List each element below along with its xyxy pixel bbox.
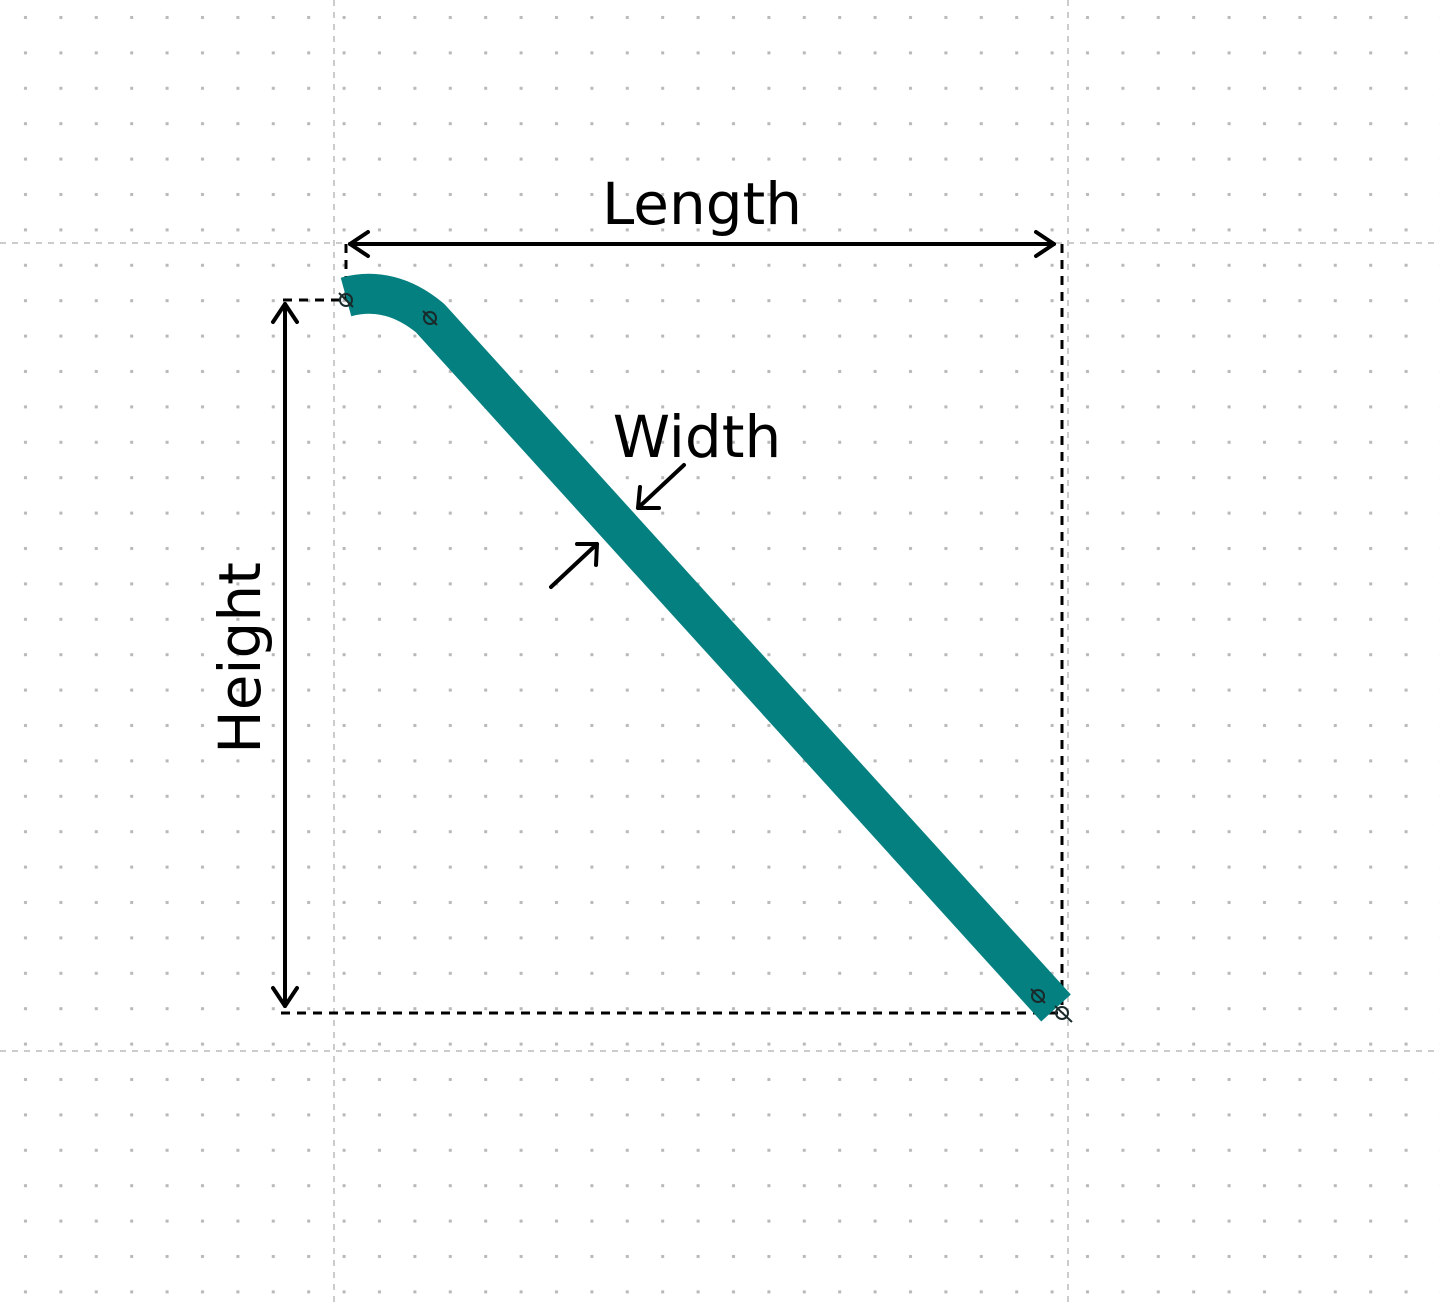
width-arrow-lower-line: [549, 542, 599, 589]
width-arrow-upper-line: [636, 463, 686, 510]
height-arrowhead-bottom: [271, 986, 299, 1008]
length-label: Length: [602, 170, 802, 238]
vertex-marker-bend: [423, 311, 437, 325]
width-arrowhead-upper: [636, 485, 661, 510]
vertex-marker-start: [339, 293, 353, 307]
length-arrowhead-right: [1034, 230, 1056, 258]
trace-vertex-markers: [338, 292, 1073, 1023]
dimension-arrows: [271, 230, 1056, 1008]
width-label: Width: [613, 403, 782, 471]
height-label: Height: [206, 562, 274, 754]
vertex-marker-end: [1055, 1006, 1069, 1020]
bounding-box: [281, 244, 1064, 1015]
height-arrowhead-top: [271, 302, 299, 324]
width-arrowhead-lower: [575, 542, 599, 567]
length-arrowhead-left: [348, 230, 370, 258]
vertex-marker-near-end: [1031, 989, 1045, 1003]
